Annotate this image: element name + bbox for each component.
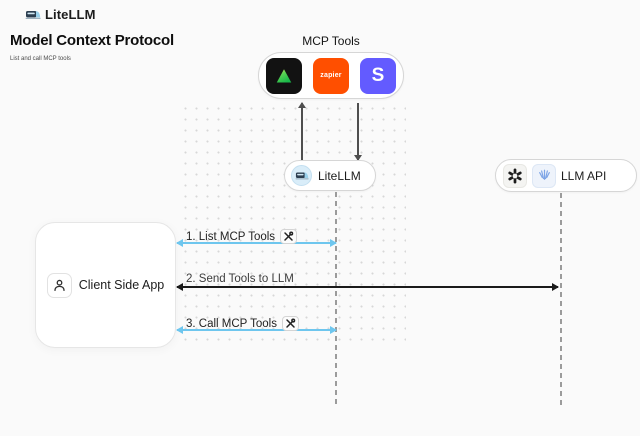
page-title: Model Context Protocol bbox=[10, 32, 174, 49]
arrow-litellm-to-mcp bbox=[298, 102, 305, 160]
dot-grid-background bbox=[180, 103, 406, 341]
client-node-label: Client Side App bbox=[78, 278, 165, 292]
message-3: 3. Call MCP Tools bbox=[186, 316, 299, 331]
tools-icon bbox=[280, 229, 298, 244]
lifeline-llm-api bbox=[560, 193, 562, 408]
brand: LiteLLM bbox=[25, 7, 96, 22]
arrow-list-mcp-tools bbox=[176, 239, 337, 247]
node-client-side-app: Client Side App bbox=[35, 222, 176, 348]
zapier-label: zapier bbox=[320, 72, 342, 79]
llm-api-node-label: LLM API bbox=[561, 168, 607, 183]
arrow-call-mcp-tools bbox=[176, 326, 337, 334]
message-2-label: 2. Send Tools to LLM bbox=[186, 273, 294, 285]
arrow-send-tools-to-llm bbox=[176, 283, 559, 291]
lifeline-litellm bbox=[335, 192, 337, 408]
node-llm-api: LLM API bbox=[495, 159, 637, 192]
litellm-logo-icon bbox=[25, 11, 41, 19]
mcp-tools-box: zapier S bbox=[258, 52, 404, 99]
zapier-tool-icon: zapier bbox=[313, 57, 349, 94]
page-subtitle: List and call MCP tools bbox=[10, 56, 71, 62]
stripe-letter: S bbox=[371, 64, 385, 86]
openai-icon bbox=[503, 163, 527, 188]
blue-llm-provider-icon bbox=[532, 163, 556, 188]
message-3-label: 3. Call MCP Tools bbox=[186, 317, 277, 330]
mcp-tools-label: MCP Tools bbox=[302, 34, 360, 48]
message-1: 1. List MCP Tools bbox=[186, 229, 298, 244]
arrow-mcp-to-litellm bbox=[354, 103, 361, 161]
stripe-tool-icon: S bbox=[360, 57, 396, 94]
tools-icon bbox=[281, 316, 299, 331]
message-1-label: 1. List MCP Tools bbox=[186, 230, 276, 243]
litellm-node-label: LiteLLM bbox=[318, 168, 361, 183]
node-litellm: LiteLLM bbox=[284, 160, 376, 191]
brand-name: LiteLLM bbox=[45, 7, 96, 22]
message-2: 2. Send Tools to LLM bbox=[186, 273, 294, 285]
litellm-node-icon bbox=[291, 165, 312, 186]
green-triangle-tool-icon bbox=[266, 57, 302, 94]
person-icon bbox=[46, 272, 72, 298]
